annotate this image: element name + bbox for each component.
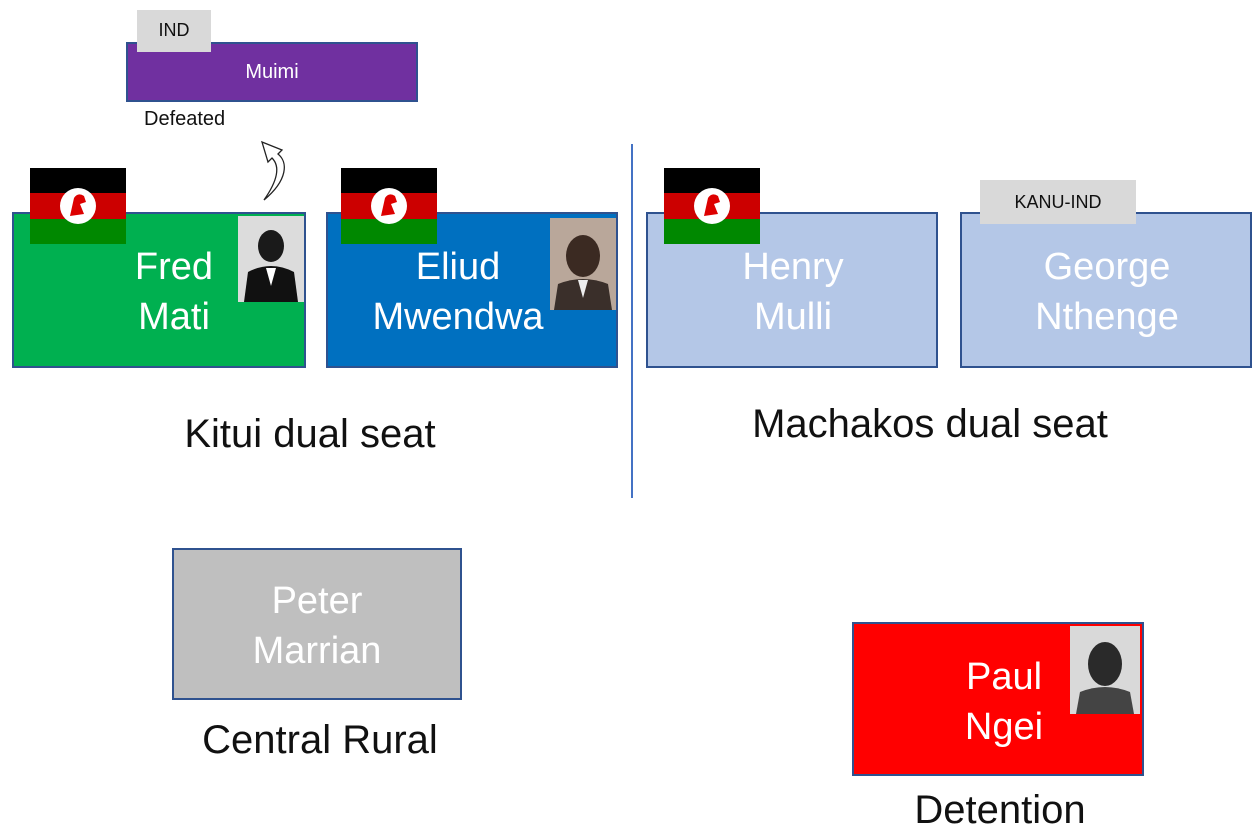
henry-first-name: Henry (742, 246, 844, 288)
henry-last-name: Mulli (753, 296, 833, 338)
george-last-name: Nthenge (1035, 296, 1179, 338)
muimi-status: Defeated (144, 108, 226, 130)
paul-first-name: Paul (965, 656, 1043, 698)
paul-ngei-photo (1070, 626, 1140, 714)
peter-marrian-name: Peter Marrian (214, 576, 420, 676)
muimi-party-tag: IND (137, 10, 211, 52)
george-first-name: George (1043, 246, 1171, 288)
fred-first-name: Fred (134, 246, 214, 288)
fred-mati-photo (238, 216, 304, 302)
central-rural-caption: Central Rural (202, 718, 438, 762)
george-nthenge-box: George Nthenge (960, 212, 1252, 368)
fred-last-name: Mati (138, 296, 210, 338)
kitui-caption: Kitui dual seat (184, 412, 436, 456)
eliud-mwendwa-name: Eliud Mwendwa (348, 242, 568, 342)
george-party-tag: KANU-IND (980, 180, 1136, 224)
eliud-kanu-flag-icon (341, 168, 437, 244)
section-divider (631, 144, 633, 498)
peter-last-name: Marrian (252, 630, 382, 672)
fred-mati-name: Fred Mati (114, 242, 234, 342)
muimi-name: Muimi (245, 61, 299, 83)
paul-last-name: Ngei (964, 706, 1044, 748)
detention-caption: Detention (914, 788, 1086, 832)
eliud-last-name: Mwendwa (372, 296, 544, 338)
eliud-first-name: Eliud (415, 246, 501, 288)
muimi-box: Muimi (126, 42, 418, 102)
paul-ngei-box: Paul Ngei (852, 622, 1144, 776)
defeated-arrow-icon (260, 140, 285, 201)
george-nthenge-name: George Nthenge (982, 242, 1232, 342)
eliud-mwendwa-photo (550, 218, 616, 310)
machakos-caption: Machakos dual seat (752, 402, 1108, 446)
peter-marrian-box: Peter Marrian (172, 548, 462, 700)
henry-mulli-name: Henry Mulli (688, 242, 898, 342)
peter-first-name: Peter (271, 580, 363, 622)
henry-kanu-flag-icon (664, 168, 760, 244)
fred-kanu-flag-icon (30, 168, 126, 244)
paul-ngei-name: Paul Ngei (924, 652, 1084, 752)
